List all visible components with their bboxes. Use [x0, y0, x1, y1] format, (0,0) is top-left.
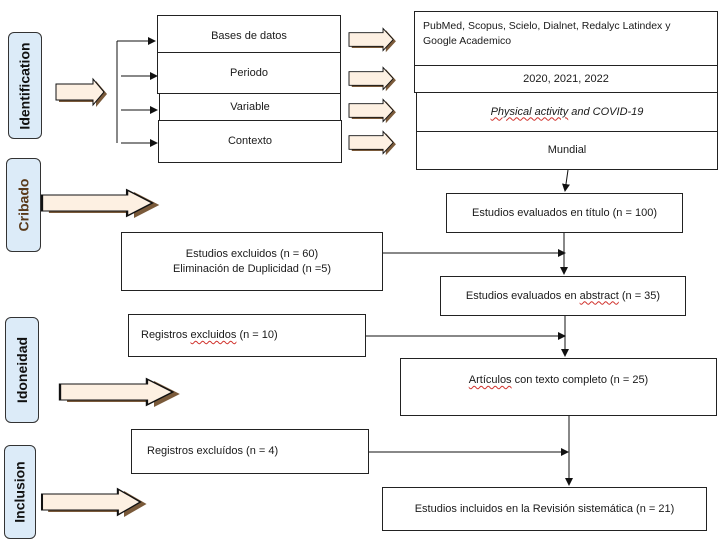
value-bases-line2: Google Academico	[423, 35, 512, 47]
registros4-box: Registros excluídos (n = 4)	[131, 429, 369, 474]
value-variable-box: Physical activity and COVID-19	[416, 92, 718, 132]
incluidos-box: Estudios incluidos en la Revisión sistem…	[382, 487, 707, 531]
criteria-bases-box: Bases de datos	[157, 15, 341, 58]
registros10-box: Registros excluidos (n = 10)	[128, 314, 366, 357]
value-periodo-box: 2020, 2021, 2022	[414, 65, 718, 93]
value-bases-box: PubMed, Scopus, Scielo, Dialnet, Redalyc…	[414, 11, 718, 66]
stage-idoneidad: Idoneidad	[5, 317, 39, 423]
titulo-box: Estudios evaluados en título (n = 100)	[446, 193, 683, 233]
criteria-periodo-box: Periodo	[157, 52, 341, 94]
stage-idoneidad-label: Idoneidad	[14, 336, 30, 404]
value-contexto-box: Mundial	[416, 131, 718, 170]
abstract-label-a: Estudios evaluados en	[465, 289, 580, 302]
stage-inclusion-label: Inclusion	[12, 461, 29, 523]
value-variable-term: Physical activity	[490, 105, 569, 118]
block-arrow-idoneidad	[58, 377, 182, 409]
criteria-contexto-label: Contexto	[227, 135, 273, 147]
registros10-label-c: (n = 10)	[236, 329, 278, 341]
block-arrow-identification	[55, 78, 108, 108]
stage-cribado-label: Cribado	[15, 178, 32, 232]
criteria-periodo-label: Periodo	[230, 66, 268, 79]
flow-connectors	[366, 169, 573, 486]
block-arrow-bases	[348, 27, 397, 53]
block-arrow-contexto	[348, 130, 397, 156]
registros10-label-a: Registros	[141, 329, 191, 341]
abstract-box: Estudios evaluados en abstract (n = 35)	[440, 276, 686, 316]
articulos-label-term: Artículos	[468, 374, 512, 386]
excluidos-line1: Estudios excluidos (n = 60)	[185, 247, 319, 260]
articulos-box: Artículos con texto completo (n = 25)	[400, 358, 717, 416]
criteria-bracket	[116, 37, 158, 147]
articulos-label-rest: con texto completo (n = 25)	[511, 374, 649, 386]
criteria-variable-label: Variable	[230, 100, 270, 113]
stage-identification-label: Identification	[17, 41, 33, 130]
registros10-label-term: excluidos	[190, 329, 237, 341]
excluidos-line2: Eliminación de Duplicidad (n =5)	[172, 262, 332, 275]
incluidos-label: Estudios incluidos en la Revisión sistem…	[414, 502, 675, 515]
block-arrow-periodo	[348, 66, 397, 92]
excluidos-box: Estudios excluidos (n = 60) Eliminación …	[121, 232, 383, 291]
block-arrow-variable	[348, 98, 397, 124]
value-periodo-label: 2020, 2021, 2022	[523, 72, 609, 85]
criteria-variable-box: Variable	[159, 94, 341, 121]
value-bases-line1: PubMed, Scopus, Scielo, Dialnet, Redalyc…	[423, 20, 671, 32]
titulo-label: Estudios evaluados en título (n = 100)	[472, 206, 657, 219]
registros4-label: Registros excluídos (n = 4)	[147, 445, 279, 457]
value-contexto-label: Mundial	[547, 144, 587, 156]
criteria-contexto-box: Contexto	[158, 120, 342, 163]
abstract-label-term: abstract	[579, 289, 619, 302]
abstract-label-c: (n = 35)	[618, 289, 661, 302]
stage-cribado: Cribado	[6, 158, 41, 252]
block-arrow-inclusion	[40, 487, 148, 519]
stage-identification: Identification	[8, 32, 42, 139]
stage-inclusion: Inclusion	[4, 445, 36, 539]
criteria-bases-label: Bases de datos	[211, 30, 287, 42]
block-arrow-cribado	[40, 188, 161, 220]
value-variable-rest: and COVID-19	[568, 105, 644, 118]
